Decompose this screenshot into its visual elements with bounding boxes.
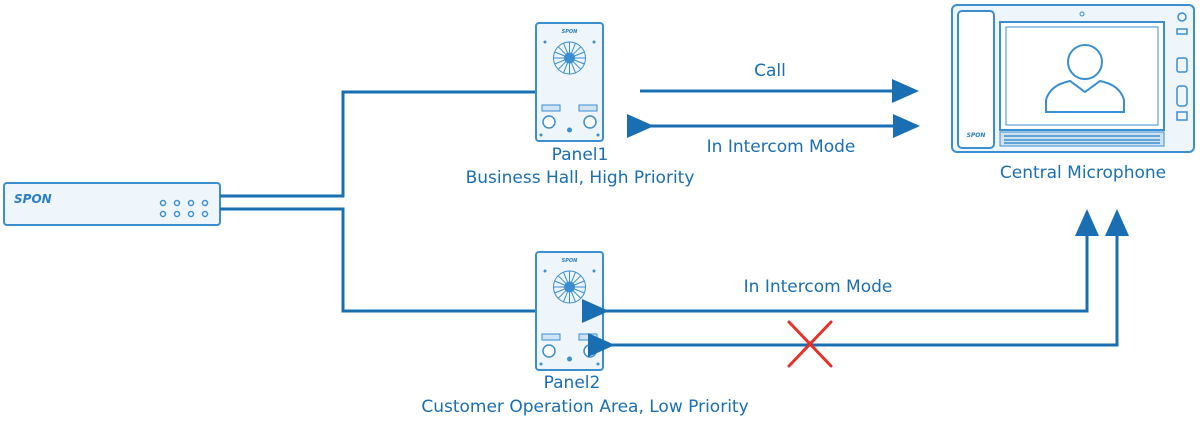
panel2-device: SPON bbox=[535, 251, 604, 371]
panel1-call-buttons bbox=[539, 104, 600, 137]
central-microphone-label: Central Microphone bbox=[1000, 163, 1166, 183]
panel1-device: SPON bbox=[535, 22, 604, 142]
signal-arrows bbox=[582, 79, 1129, 357]
panel2-intercom-blocked-arrow bbox=[588, 209, 1129, 357]
blocked-cross-icon bbox=[787, 320, 833, 368]
server-indicator-lights bbox=[159, 199, 209, 218]
person-avatar-icon bbox=[1045, 44, 1125, 113]
panel1-speaker-icon bbox=[553, 41, 586, 75]
intercom-mode-label-bottom: In Intercom Mode bbox=[744, 277, 893, 297]
panel1-brand: SPON bbox=[562, 29, 579, 35]
central-microphone-device: SPON bbox=[951, 4, 1195, 153]
console-screen bbox=[999, 21, 1165, 131]
panel2-name-label: Panel2 bbox=[544, 373, 601, 393]
call-label: Call bbox=[754, 61, 786, 81]
intercom-mode-label-top: In Intercom Mode bbox=[707, 137, 856, 157]
console-handset bbox=[957, 10, 995, 149]
server-device: SPON bbox=[3, 182, 221, 226]
network-wires bbox=[220, 90, 536, 313]
wire-to-panel2 bbox=[220, 207, 536, 313]
wire-to-panel1 bbox=[220, 90, 536, 198]
console-side-buttons bbox=[1176, 12, 1188, 121]
panel1-name-label: Panel1 bbox=[552, 145, 609, 165]
console-brand: SPON bbox=[967, 132, 986, 139]
panel2-speaker-icon bbox=[553, 270, 586, 304]
panel1-description-label: Business Hall, High Priority bbox=[466, 168, 695, 188]
panel2-brand: SPON bbox=[562, 258, 579, 264]
server-brand: SPON bbox=[14, 192, 52, 206]
panel2-description-label: Customer Operation Area, Low Priority bbox=[421, 397, 748, 417]
console-speaker-grille bbox=[999, 131, 1165, 147]
